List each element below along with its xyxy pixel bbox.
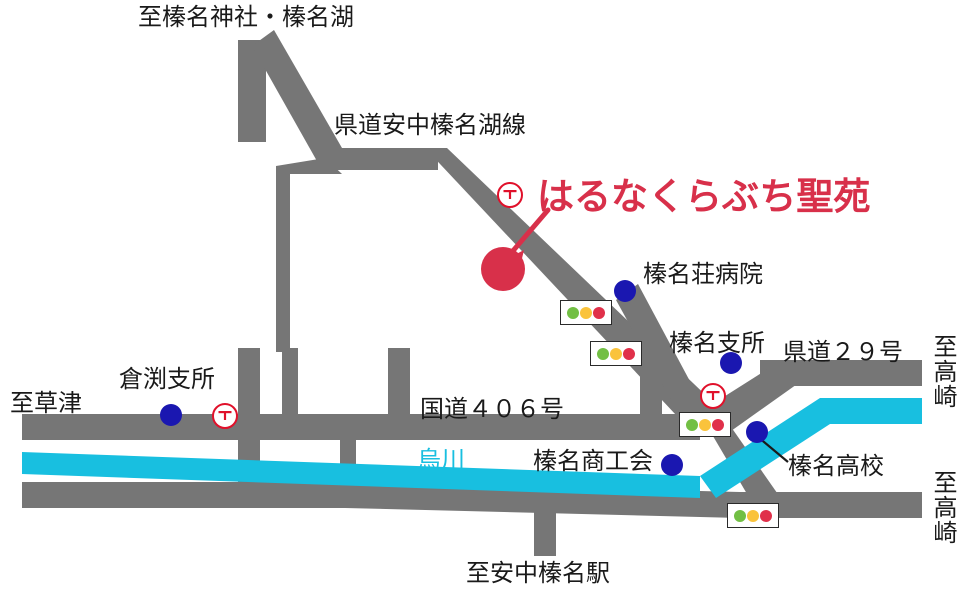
road-kendo-annaka-horizontal <box>322 148 438 170</box>
label-to-takasaki-lower: 至高崎 <box>929 470 956 545</box>
road-kendo-29 <box>760 360 922 386</box>
signal-lamp-green <box>733 509 746 522</box>
label-to-haruna-shrine-lake: 至榛名神社・榛名湖 <box>138 4 354 31</box>
place-dot-icon-haruna-chamber-of-commerce[interactable] <box>661 454 683 476</box>
label-kurabuchi-branch-office: 倉渕支所 <box>119 366 215 393</box>
signal-lamp-red <box>760 509 773 522</box>
signal-lamp-yellow <box>746 509 759 522</box>
place-dot-icon-kurabuchi-branch-office[interactable] <box>160 404 182 426</box>
label-to-annaka-haruna-station: 至安中榛名駅 <box>466 560 610 587</box>
signal-lamp-yellow <box>609 347 622 360</box>
label-karasu-river: 烏川 <box>417 447 465 474</box>
signal-lamp-red <box>623 347 636 360</box>
road-north-to-shrine <box>238 40 266 142</box>
road-vertical-connector-d <box>388 348 410 432</box>
place-dot-icon-haruna-high-school[interactable] <box>746 421 768 443</box>
signal-lamp-red <box>593 306 606 319</box>
road-route-406 <box>22 414 700 440</box>
signal-lamp-yellow <box>698 418 711 431</box>
label-to-kusatsu: 至草津 <box>10 390 82 417</box>
road-haruna-branch-diagonal <box>616 284 700 416</box>
page-title: はるなくらぶち聖苑 <box>537 176 871 217</box>
post-glyph <box>503 190 517 199</box>
label-haruna-branch-office: 榛名支所 <box>669 330 765 357</box>
signal-lamp-green <box>685 418 698 431</box>
traffic-signal-icon-branch-crossing[interactable] <box>590 341 642 366</box>
label-haruna-high-school: 榛名高校 <box>788 453 884 480</box>
road-vertical-connector-c <box>282 348 298 420</box>
signal-lamp-red <box>712 418 725 431</box>
karasu-river <box>22 398 922 498</box>
traffic-signal-icon-south-crossing[interactable] <box>727 503 779 528</box>
post-glyph <box>706 391 720 400</box>
traffic-signal-icon-route406-crossing[interactable] <box>679 412 731 437</box>
road-kendo-annaka-upper-diagonal <box>252 30 342 170</box>
arrow-pointer-line <box>509 207 551 255</box>
label-kokudo-406: 国道４０６号 <box>420 396 564 423</box>
river-karasu-west <box>22 452 700 498</box>
road-network <box>22 30 922 556</box>
post-office-mark-icon-haruna[interactable] <box>700 383 726 409</box>
traffic-signal-icon-hospital-crossing[interactable] <box>560 300 612 325</box>
label-kendo-annaka-harunako-line: 県道安中榛名湖線 <box>334 112 526 139</box>
road-vertical-connector-a <box>238 348 260 432</box>
post-office-mark-icon-seien[interactable] <box>497 182 523 208</box>
label-to-takasaki-upper: 至高崎 <box>929 334 956 409</box>
place-dot-icon-haruna-branch-office[interactable] <box>720 352 742 374</box>
post-glyph <box>218 411 232 420</box>
label-haruna-chamber-of-commerce: 榛名商工会 <box>533 448 653 475</box>
signal-lamp-green <box>596 347 609 360</box>
signal-lamp-yellow <box>579 306 592 319</box>
label-harunaso-hospital: 榛名荘病院 <box>643 261 763 288</box>
label-kendo-29: 県道２９号 <box>783 339 903 366</box>
site-marker-dot[interactable] <box>481 247 525 291</box>
road-lower-right-to-takasaki <box>740 492 922 518</box>
post-office-mark-icon-kurabuchi[interactable] <box>212 403 238 429</box>
signal-lamp-green <box>566 306 579 319</box>
river-karasu-east-bend <box>700 398 922 498</box>
place-dot-icon-harunaso-hospital[interactable] <box>614 280 636 302</box>
road-to-annaka-haruna-station <box>534 500 556 556</box>
road-branch-southwest-stem <box>276 166 290 352</box>
